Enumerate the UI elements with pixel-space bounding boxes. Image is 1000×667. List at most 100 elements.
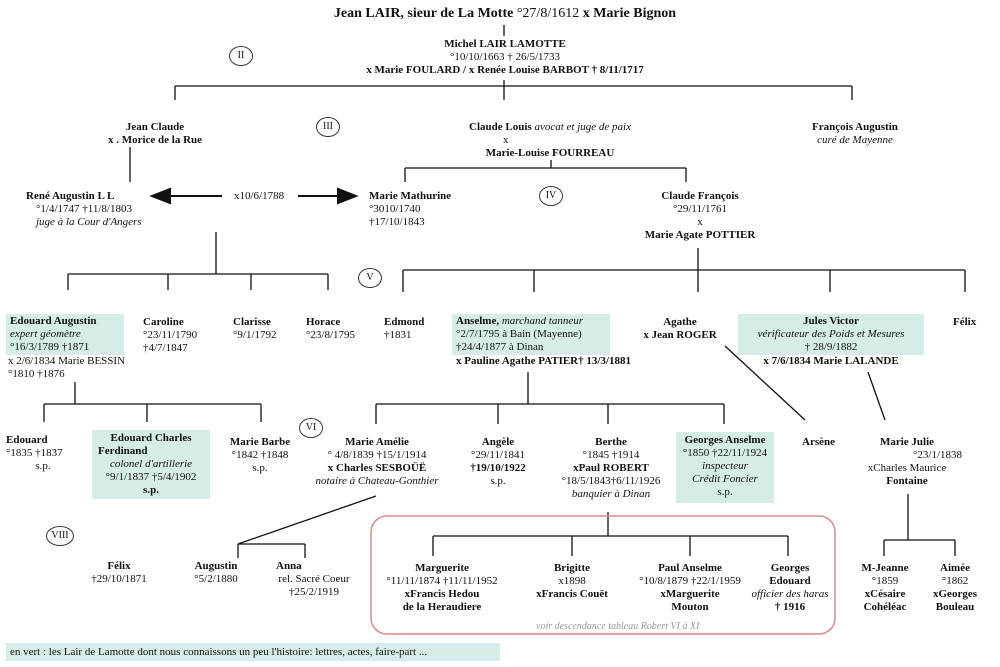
person-name: Claude Louis (469, 121, 532, 133)
person-sp: s.p. (252, 462, 268, 474)
person-brigitte: Brigitte x1898 xFrancis Couët (530, 562, 614, 601)
person-rene-augustin: René Augustin L L °1/4/1747 †11/8/1803 j… (26, 190, 142, 229)
person-birth: °1859 (871, 575, 899, 587)
person-anselme: Anselme, marchand tanneur °2/7/1795 à Ba… (452, 314, 631, 368)
person-edouard: Edouard °1835 †1837 s.p. (6, 434, 80, 473)
person-birth: °9/1/1792 (233, 329, 277, 341)
person-name: Edouard Augustin (10, 315, 97, 327)
person-name: Claude François (661, 190, 739, 202)
person-name: René Augustin L L (26, 190, 115, 202)
person-name: Augustin (194, 560, 238, 572)
person-sp: s.p. (717, 486, 733, 498)
person-birth: °3010/1740 (369, 203, 421, 215)
person-spouse: x Charles SESBOÜË (327, 462, 427, 474)
person-death: †19/10/1922 (470, 462, 526, 474)
generation-marker-iii: III (316, 117, 340, 137)
person-name: Angèle (481, 436, 515, 448)
person-marie-julie: Marie Julie °23/1/1838 xCharles Maurice … (852, 436, 962, 488)
person-caroline: Caroline °23/11/1790 †4/7/1847 (143, 316, 197, 355)
person-name: Arsène (802, 436, 835, 448)
spouse-dates: °18/5/1843†6/11/1926 (561, 475, 661, 487)
person-sp: s.p. (35, 460, 51, 472)
person-birth: °23/11/1790 (143, 329, 198, 341)
person-birth: °29/11/1841 (470, 449, 526, 461)
person-marie-mathurine: Marie Mathurine °3010/1740 †17/10/1843 (369, 190, 451, 229)
person-spouse: xCharles Maurice (867, 462, 947, 474)
person-dates: °1/4/1747 †11/8/1803 (36, 203, 132, 215)
person-name: Caroline (143, 316, 184, 328)
person-birth: °23/1/1838 (912, 449, 962, 461)
person-death: †1831 (384, 329, 412, 341)
person-spouse: x Jean ROGER (643, 329, 717, 341)
person-death: †4/7/1847 (143, 342, 188, 354)
person-name: Edouard Charles (110, 432, 192, 444)
person-role-2: Crédit Foncier (692, 473, 758, 485)
person-berthe: Berthe °1845 †1914 xPaul ROBERT °18/5/18… (548, 436, 674, 501)
person-francois-augustin: François Augustin curé de Mayenne (770, 121, 940, 147)
person-role: juge à la Cour d'Angers (36, 216, 142, 228)
person-aimee: Aimée °1862 xGeorges Bouleau (922, 562, 988, 614)
person-spouse-2: Bouleau (935, 601, 975, 613)
person-name: Anselme, (456, 315, 500, 327)
person-spouse: xCésaire (864, 588, 906, 600)
person-agathe: Agathe x Jean ROGER (630, 316, 730, 342)
person-name: Clarisse (233, 316, 271, 328)
person-name: Edmond (384, 316, 425, 328)
person-spouse: Marie-Louise FOURREAU (485, 147, 615, 159)
person-spouse-2: Cohéléac (863, 601, 907, 613)
person-angele: Angèle °29/11/1841 †19/10/1922 s.p. (462, 436, 534, 488)
person-michel-lair-lamotte: Michel LAIR LAMOTTE °10/10/1663 † 26/5/1… (330, 38, 680, 77)
person-death: † 28/9/1882 (804, 341, 858, 353)
spouse-role: notaire à Chateau-Gonthier (315, 475, 439, 487)
marriage-x: x (503, 134, 509, 146)
person-name: Marie Mathurine (369, 190, 452, 202)
spouse-role: banquier à Dinan (571, 488, 651, 500)
person-claude-louis: Claude Louis avocat et juge de paix x Ma… (445, 121, 655, 160)
person-dates: °1842 †1848 (231, 449, 289, 461)
person-spouse-2: Fontaine (886, 475, 928, 487)
root-person: Jean LAIR, sieur de La Motte °27/8/1612 … (300, 5, 710, 22)
root-birth: °27/8/1612 (516, 6, 580, 21)
person-marriage: x 2/6/1834 Marie BESSIN (8, 355, 126, 367)
person-spouse: xGeorges (933, 588, 977, 600)
person-georges-anselme: Georges Anselme °1850 †22/11/1924 inspec… (676, 432, 774, 503)
person-claude-francois: Claude François °29/11/1761 x Marie Agat… (620, 190, 780, 242)
person-name-2: Edouard (769, 575, 811, 587)
person-spouse: x Pauline Agathe PATIER† 13/3/1881 (456, 355, 631, 367)
person-jules-victor: Jules Victor vérificateur des Poids et M… (738, 314, 924, 368)
person-marie-amelie: Marie Amélie ° 4/8/1839 †15/1/1914 x Cha… (300, 436, 454, 488)
person-jean-claude: Jean Claude x . Morice de la Rue (80, 121, 230, 147)
person-role: vérificateur des Poids et Mesures (757, 328, 905, 340)
highlight-box: Edouard Augustin expert géomètre °16/3/1… (6, 314, 124, 355)
person-role: curé de Mayenne (817, 134, 893, 146)
person-spouse-2: Mouton (671, 601, 709, 613)
person-augustin: Augustin °5/2/1880 (186, 560, 246, 586)
root-spouse: x Marie Bignon (582, 6, 677, 21)
spouse-dates: °1810 †1876 (8, 368, 65, 380)
person-spouse: x . Morice de la Rue (107, 134, 203, 146)
person-marguerite: Marguerite °11/11/1874 †11/11/1952 xFran… (378, 562, 506, 614)
marriage-date: x10/6/1788 (234, 190, 285, 202)
person-paul-anselme: Paul Anselme °10/8/1879 †22/1/1959 xMarg… (634, 562, 746, 614)
person-edouard-charles: Edouard Charles Ferdinand colonel d'arti… (92, 430, 210, 499)
person-name: Michel LAIR LAMOTTE (444, 38, 566, 50)
person-name: Marie Barbe (229, 436, 291, 448)
highlight-box: Anselme, marchand tanneur °2/7/1795 à Ba… (452, 314, 610, 355)
person-name: M-Jeanne (861, 562, 909, 574)
person-name: Jean Claude (125, 121, 185, 133)
person-sp: s.p. (143, 484, 159, 496)
generation-marker-vi: VI (299, 418, 323, 438)
person-name: Agathe (663, 316, 697, 328)
person-birth: °1862 (941, 575, 969, 587)
person-name: Félix (953, 316, 977, 328)
person-name: Jules Victor (803, 315, 859, 327)
person-role: marchand tanneur (501, 315, 583, 327)
person-sp: s.p. (490, 475, 506, 487)
person-name: François Augustin (812, 121, 898, 133)
person-dates: °1835 †1837 (6, 447, 63, 459)
person-dates: °1850 †22/11/1924 (682, 447, 768, 459)
person-dates: °9/1/1837 †5/4/1902 (105, 471, 197, 483)
person-name: Berthe (595, 436, 627, 448)
highlight-box: Jules Victor vérificateur des Poids et M… (738, 314, 924, 355)
